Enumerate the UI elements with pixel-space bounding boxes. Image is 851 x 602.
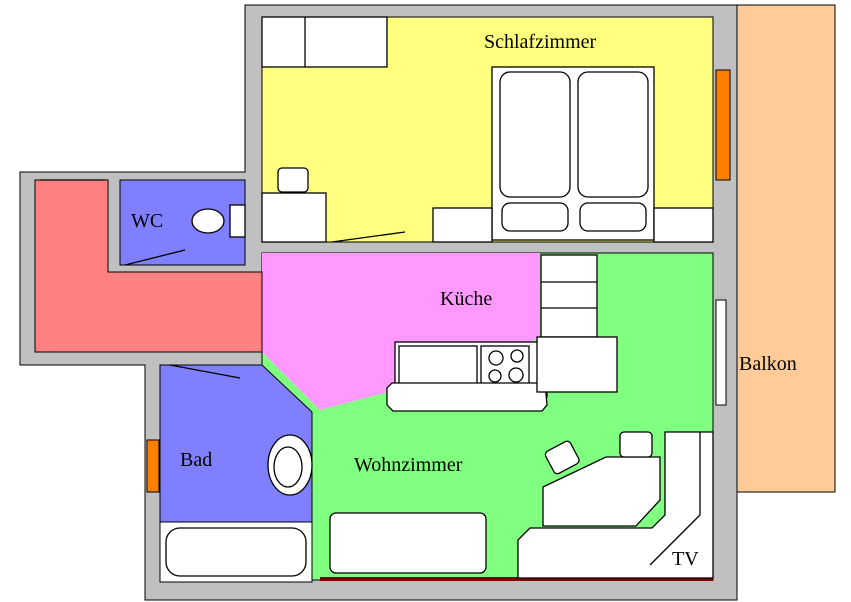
label-balcony: Balkon [739,353,797,375]
label-tv: TV [672,548,699,570]
label-living: Wohnzimmer [354,454,463,476]
tv-unit [517,431,714,579]
wardrobe [261,16,388,68]
chair [277,167,309,193]
sofa [329,512,487,574]
cabinet [536,336,618,393]
hall-area [34,179,263,353]
fridge [540,254,598,338]
label-wc: WC [131,210,163,232]
window-living [715,299,727,406]
label-kitchen: Küche [440,288,492,310]
toilet-wc [191,208,225,234]
desk [261,192,327,243]
kitchen-area [262,253,540,410]
window-bedroom [715,69,731,181]
balcony-area [736,4,836,493]
sink [398,345,478,387]
bathtub [165,527,307,577]
counter [386,382,548,412]
label-bathroom: Bad [180,449,212,471]
window-bathroom [146,439,160,493]
desk-living [542,456,661,527]
label-bedroom: Schlafzimmer [484,31,597,53]
